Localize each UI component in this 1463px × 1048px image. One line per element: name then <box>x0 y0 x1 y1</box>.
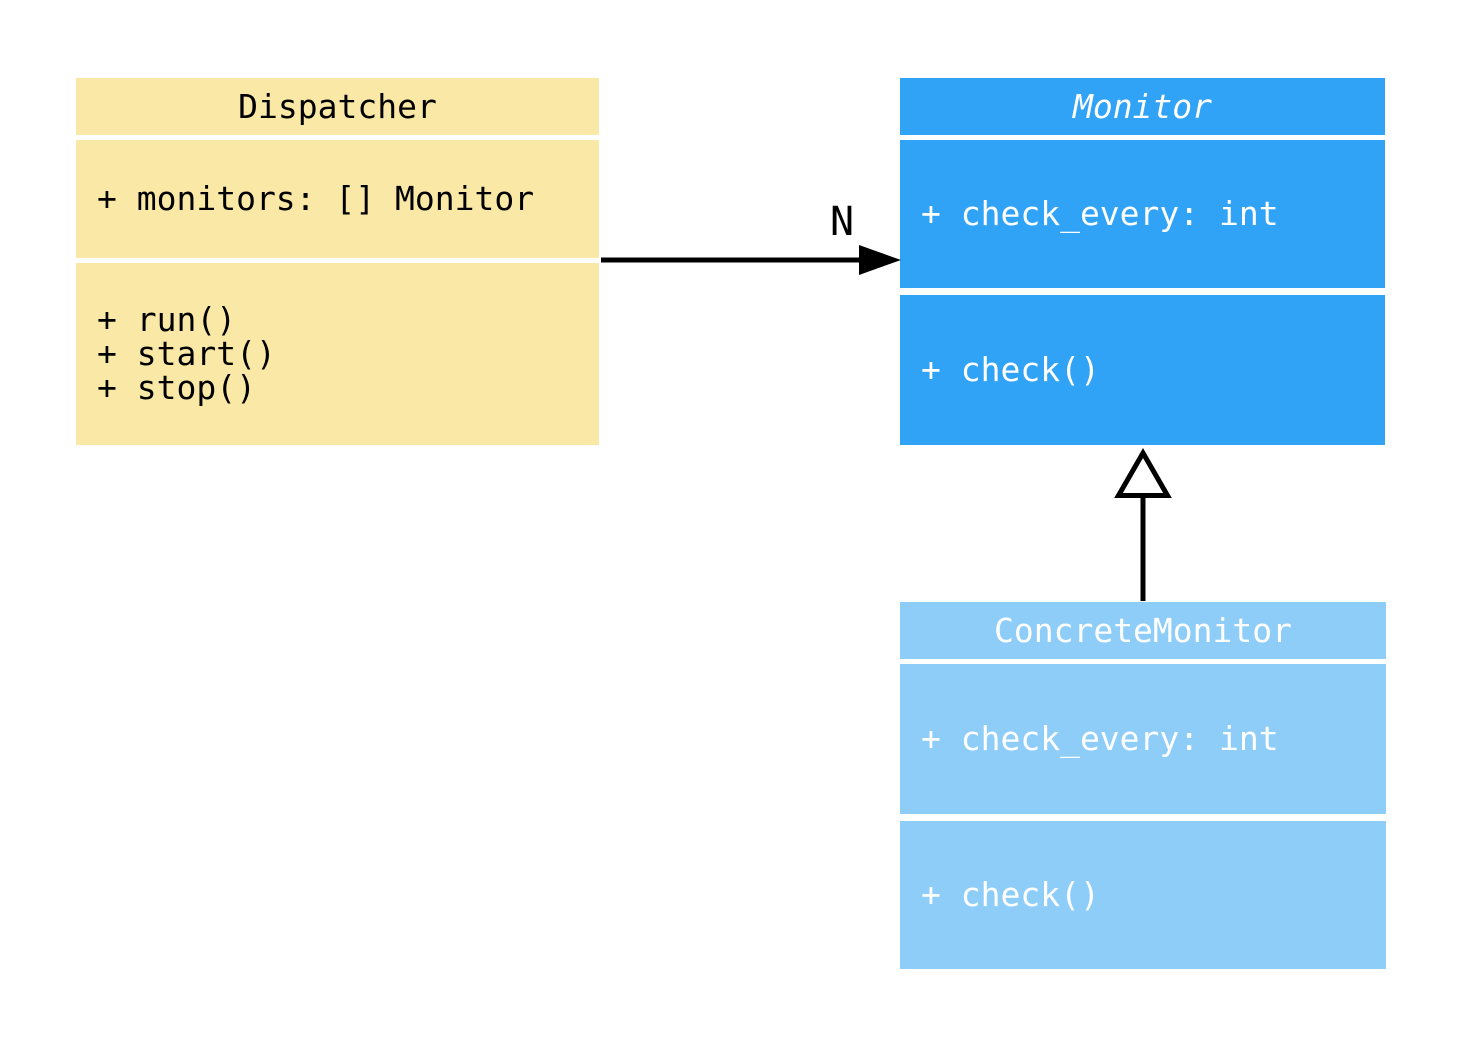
class-box-dispatcher: Dispatcher + monitors: [] Monitor + run(… <box>76 78 599 445</box>
attribute-line: + check_every: int <box>921 194 1279 233</box>
method-line: + stop() <box>97 368 256 407</box>
class-box-monitor: Monitor + check_every: int + check() <box>900 78 1385 445</box>
class-methods-concrete-monitor: + check() <box>900 821 1386 969</box>
method-line: + start() <box>97 334 276 373</box>
class-methods-monitor: + check() <box>900 295 1385 445</box>
class-box-concrete-monitor: ConcreteMonitor + check_every: int + che… <box>900 602 1386 969</box>
method-line: + check() <box>921 350 1100 389</box>
class-title-monitor: Monitor <box>900 78 1385 135</box>
class-title-dispatcher: Dispatcher <box>76 78 599 135</box>
attribute-line: + monitors: [] Monitor <box>97 179 535 218</box>
method-line: + run() <box>97 300 237 339</box>
class-attributes-monitor: + check_every: int <box>900 140 1385 288</box>
attribute-line: + check_every: int <box>921 719 1279 758</box>
method-line: + check() <box>921 875 1100 914</box>
class-methods-dispatcher: + run() + start() + stop() <box>76 263 599 445</box>
association-multiplicity-label: N <box>830 199 855 245</box>
section-divider <box>900 288 1385 295</box>
class-title-concrete-monitor: ConcreteMonitor <box>900 602 1386 659</box>
class-attributes-dispatcher: + monitors: [] Monitor <box>76 140 599 258</box>
association-arrow <box>601 245 901 275</box>
generalization-arrow <box>1114 447 1172 601</box>
class-attributes-concrete-monitor: + check_every: int <box>900 664 1386 814</box>
section-divider <box>900 814 1386 821</box>
